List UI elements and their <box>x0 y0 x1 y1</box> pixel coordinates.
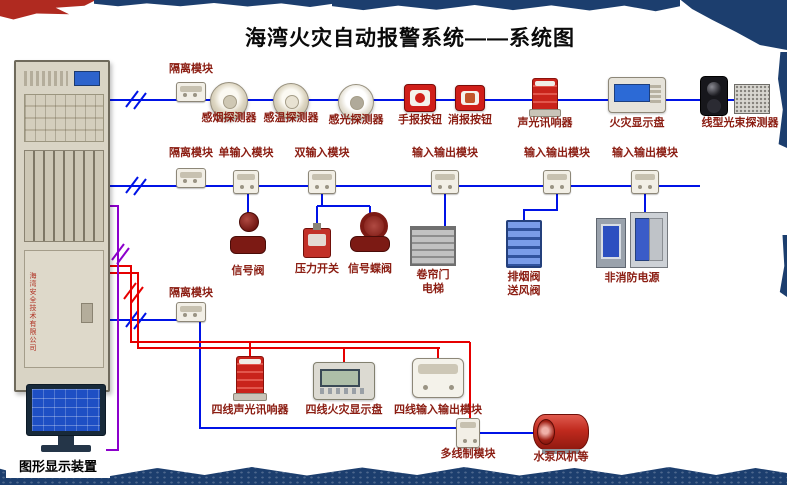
manual-call-point-label: 手报按钮 <box>398 114 442 126</box>
signal-valve-label: 信号阀 <box>231 265 265 277</box>
dual-input-module <box>308 170 336 194</box>
isolation-module-row1 <box>176 82 206 102</box>
beam-detector-unit <box>700 76 728 116</box>
single-input-module-label: 单输入模块 <box>218 147 274 159</box>
hydrant-button <box>455 85 485 111</box>
heat-detector <box>273 83 309 119</box>
smoke-detector-label: 感烟探测器 <box>201 112 257 124</box>
manual-call-point <box>404 84 436 112</box>
monitor-stand <box>58 436 74 445</box>
photo-detector-label: 感光探测器 <box>328 114 384 126</box>
io-module-1-label: 输入输出模块 <box>412 147 478 159</box>
page-title: 海湾火灾自动报警系统——系统图 <box>245 27 575 50</box>
rolling-door <box>410 226 456 266</box>
panel-lcd-screen <box>74 71 100 86</box>
heat-detector-label: 感温探测器 <box>263 112 319 124</box>
photo-detector <box>338 84 374 120</box>
fire-alarm-control-panel: 海湾安全技术有限公司 <box>14 60 110 392</box>
single-input-module <box>233 170 259 194</box>
io-module-2-label: 输入输出模块 <box>524 147 590 159</box>
monitor-screen <box>32 389 100 431</box>
io-module-2 <box>543 170 571 194</box>
panel-indicator-grid <box>24 94 104 142</box>
four-wire-fire-display-label: 四线火灾显示盘 <box>305 404 383 416</box>
row2-isolator-label: 隔离模块 <box>169 147 213 159</box>
row3-isolator-label: 隔离模块 <box>169 287 213 299</box>
four-wire-sounder-strobe <box>233 356 267 401</box>
display-wire-purple <box>106 205 130 451</box>
four-wire-io-module <box>412 358 464 398</box>
isolation-module-row2 <box>176 168 206 188</box>
io-module-1 <box>431 170 459 194</box>
power-wires-red <box>110 265 471 420</box>
pump-fan-unit <box>533 414 589 454</box>
four-wire-fire-display <box>313 362 375 400</box>
multi-wire-module <box>456 418 480 448</box>
pump-fan-label: 水泵风机等 <box>533 451 589 463</box>
monitor-bezel <box>26 384 106 436</box>
multi-wire-module-label: 多线制模块 <box>440 448 496 460</box>
monitor-base <box>41 445 91 452</box>
power-cabinet-left <box>596 218 626 268</box>
rolling-door-label: 卷帘门 <box>416 269 450 281</box>
row1-isolator-label: 隔离模块 <box>169 63 213 75</box>
smoke-exhaust-valve-label: 排烟阀 <box>507 271 541 283</box>
elevator-label: 电梯 <box>422 283 444 295</box>
panel-buttons <box>24 71 68 86</box>
beam-detector-reflector <box>734 84 770 114</box>
signal-valve <box>230 212 266 262</box>
power-cabinet-right <box>630 212 668 268</box>
non-fire-power-label: 非消防电源 <box>604 272 660 284</box>
panel-lower-door <box>24 250 104 368</box>
sounder-strobe-label: 声光讯响器 <box>517 117 573 129</box>
four-wire-sounder-label: 四线声光讯响器 <box>211 404 289 416</box>
hydrant-button-label: 消报按钮 <box>448 114 492 126</box>
fire-display-panel-label: 火灾显示盘 <box>609 117 665 129</box>
graphic-display-monitor <box>26 384 106 454</box>
io-module-3 <box>631 170 659 194</box>
panel-company-name: 海湾安全技术有限公司 <box>29 272 36 352</box>
pressure-switch-label: 压力开关 <box>295 263 339 275</box>
graphic-display-label: 图形显示装置 <box>6 452 110 478</box>
smoke-exhaust-valve <box>506 220 542 268</box>
torn-edge-top-thick <box>332 0 680 12</box>
dual-input-module-label: 双输入模块 <box>294 147 350 159</box>
isolation-module-row3 <box>176 302 206 322</box>
torn-edge-right-upper <box>778 52 787 148</box>
io-module-3-label: 输入输出模块 <box>612 147 678 159</box>
smoke-detector <box>210 82 248 120</box>
panel-loop-cards <box>24 150 104 242</box>
fire-display-panel <box>608 77 666 113</box>
air-supply-valve-label: 送风阀 <box>507 285 541 297</box>
pressure-switch <box>303 223 331 258</box>
signal-butterfly-valve <box>350 212 390 260</box>
beam-detector-label: 线型光束探测器 <box>701 117 779 129</box>
four-wire-io-module-label: 四线输入输出模块 <box>394 404 482 416</box>
sounder-strobe <box>529 78 561 117</box>
signal-butterfly-valve-label: 信号蝶阀 <box>348 263 392 275</box>
